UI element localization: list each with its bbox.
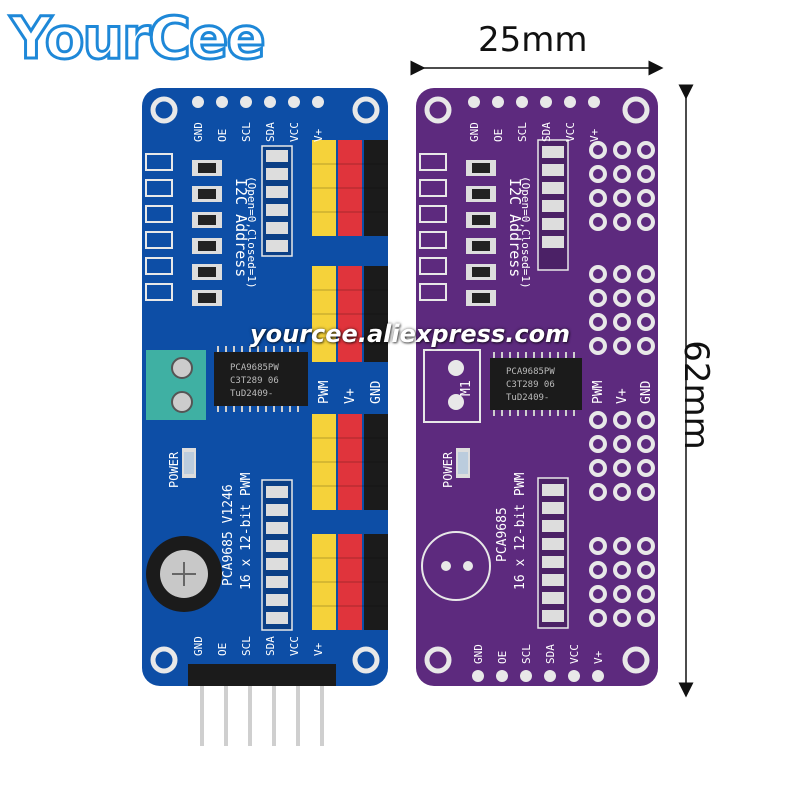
pca9685-chip: [214, 346, 308, 412]
electrolytic-capacitor: [146, 536, 222, 612]
blue-pin-label: OE: [216, 129, 229, 142]
blue-bottom-pin-label: GND: [192, 636, 205, 656]
purple-power-label: POWER: [441, 451, 455, 488]
blue-channels-label: 16 x 12-bit PWM: [239, 472, 254, 590]
blue-chip-marking: TuD2409-: [230, 389, 273, 399]
resistors: [192, 160, 222, 306]
blue-column-label: V+: [343, 388, 358, 404]
top-header-pads: [192, 96, 324, 108]
blue-address-label: I2C Address: [232, 178, 250, 277]
purple-pin-label: GND: [468, 122, 481, 142]
purple-column-label: V+: [615, 388, 630, 404]
capacitor-footprint: [421, 531, 491, 601]
blue-column-label: GND: [369, 380, 384, 404]
purple-pin-label: SCL: [516, 122, 529, 142]
address-jumper-pads: [419, 153, 447, 301]
blue-pin-label: GND: [192, 122, 205, 142]
power-led: [456, 448, 470, 478]
bottom-header-pins: [188, 664, 336, 746]
resistors: [466, 160, 496, 306]
purple-bottom-pin-label: V+: [592, 650, 605, 664]
resistor-column-lower: [261, 479, 293, 631]
top-header-pads: [468, 96, 600, 108]
terminal-footprint: [423, 349, 481, 423]
purple-pcb-board: GND OE SCL SDA VCC V+ I2C Address (Open=…: [416, 88, 658, 686]
resistor-column-lower: [537, 477, 569, 629]
purple-bottom-pin-label: SCL: [520, 644, 533, 664]
width-dimension-label: 25mm: [478, 20, 588, 60]
purple-terminal-label: M1: [459, 380, 474, 396]
blue-chip-marking: C3T289 06: [230, 376, 279, 386]
power-led: [182, 448, 196, 478]
purple-address-label: I2C Address: [506, 178, 524, 277]
mounting-holes: [424, 96, 650, 674]
mounting-holes: [150, 96, 380, 674]
purple-chip-marking: TuD2409-: [506, 393, 549, 403]
purple-pin-label: VCC: [564, 122, 577, 142]
purple-address-note: (Open=0,Closed=1): [519, 176, 532, 289]
brand-logo: YourCee: [9, 3, 268, 74]
resistor-column-upper: [261, 145, 293, 257]
purple-pin-label: V+: [588, 128, 601, 142]
bottom-header-pads: [472, 670, 604, 682]
purple-pin-label: OE: [492, 129, 505, 142]
purple-chip-marking: PCA9685PW: [506, 367, 555, 377]
blue-model-label: PCA9685 V1246: [221, 484, 236, 586]
servo-header-pins: [312, 140, 388, 630]
blue-address-note: (Open=0,Closed=1): [245, 176, 258, 289]
watermark-text: yourcee.aliexpress.com: [250, 320, 571, 348]
blue-bottom-pin-label: V+: [312, 642, 325, 656]
screw-terminal-block: [146, 350, 206, 420]
address-jumper-pads: [145, 153, 173, 301]
blue-bottom-pin-label: SCL: [240, 636, 253, 656]
blue-chip-marking: PCA9685PW: [230, 363, 279, 373]
purple-column-label: GND: [639, 380, 654, 404]
blue-power-label: POWER: [167, 451, 181, 488]
purple-pin-label: SDA: [540, 122, 553, 142]
purple-bottom-pin-label: VCC: [568, 644, 581, 664]
purple-bottom-pin-label: SDA: [544, 644, 557, 664]
pca9685-chip: [490, 352, 582, 416]
purple-model-label: PCA9685: [495, 507, 510, 562]
purple-chip-marking: C3T289 06: [506, 380, 555, 390]
servo-pad-grid: [589, 141, 655, 627]
blue-column-label: PWM: [317, 380, 332, 404]
blue-pin-label: SCL: [240, 122, 253, 142]
blue-pin-label: SDA: [264, 122, 277, 142]
purple-bottom-pin-label: GND: [472, 644, 485, 664]
blue-pin-label: VCC: [288, 122, 301, 142]
blue-pin-label: V+: [312, 128, 325, 142]
blue-pcb-board: GND OE SCL SDA VCC V+ I2C Address (Open=…: [142, 88, 388, 746]
blue-bottom-pin-label: OE: [216, 643, 229, 656]
blue-bottom-pin-label: SDA: [264, 636, 277, 656]
purple-column-label: PWM: [591, 380, 606, 404]
resistor-column-upper: [537, 139, 569, 271]
blue-bottom-pin-label: VCC: [288, 636, 301, 656]
purple-bottom-pin-label: OE: [496, 651, 509, 664]
purple-channels-label: 16 x 12-bit PWM: [513, 472, 528, 590]
